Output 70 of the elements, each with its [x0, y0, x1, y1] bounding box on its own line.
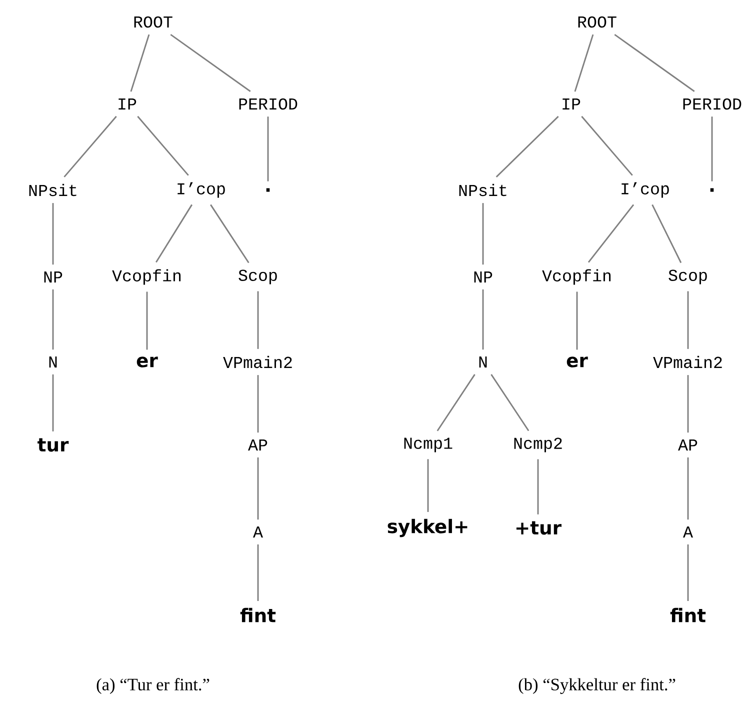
- word-label: sykkel+: [388, 518, 468, 538]
- tree-branch: [537, 459, 539, 514]
- category-label: PERIOD: [683, 98, 742, 110]
- word-label: er: [566, 356, 588, 368]
- tree-branch: [687, 544, 689, 601]
- tree-branch: [436, 374, 476, 432]
- tree-branch: [427, 459, 429, 512]
- tree-branch: [257, 544, 259, 601]
- tree-branch: [257, 291, 259, 349]
- tree-branch: [482, 203, 484, 265]
- tree-branch: [267, 116, 269, 182]
- tree-branch: [490, 374, 530, 432]
- category-label: NP: [474, 272, 492, 282]
- category-label: Vcopfin: [112, 269, 181, 285]
- category-label: N: [49, 356, 57, 368]
- category-label: NPsit: [29, 184, 76, 196]
- category-label: I’cop: [622, 182, 669, 198]
- tree-branch: [130, 34, 150, 92]
- tree-branch: [687, 375, 689, 433]
- tree-branch: [210, 204, 250, 264]
- tree-branch: [257, 375, 259, 433]
- category-label: ROOT: [134, 16, 172, 28]
- word-label: er: [136, 356, 158, 368]
- tree-branch: [711, 116, 713, 182]
- tree-branch: [687, 457, 689, 520]
- category-label: Ncmp1: [404, 438, 452, 452]
- category-label: VPmain2: [653, 356, 722, 368]
- tree-branch: [137, 116, 189, 176]
- category-label: Scop: [238, 270, 277, 284]
- category-label: AP: [678, 440, 698, 450]
- word-label: tur: [38, 438, 69, 452]
- word-label: fint: [240, 608, 276, 622]
- tree-branch: [652, 204, 682, 264]
- category-label: PERIOD: [239, 98, 298, 110]
- subfigure-caption: (b) “Sykkeltur er fint.”: [518, 678, 676, 694]
- category-label: IP: [562, 98, 580, 110]
- subfigure-caption: (a) “Tur er fint.”: [96, 678, 210, 694]
- tree-branch: [576, 292, 578, 350]
- tree-branch: [156, 204, 192, 263]
- tree-branch: [581, 116, 633, 176]
- category-label: A: [253, 526, 263, 538]
- tree-branch: [257, 457, 259, 520]
- tree-branch: [687, 291, 689, 349]
- tree-branch: [52, 203, 54, 265]
- tree-branch: [52, 289, 54, 350]
- tree-branch: [588, 204, 634, 263]
- category-label: N: [479, 356, 487, 368]
- category-label: I’cop: [178, 182, 225, 198]
- category-label: Scop: [668, 270, 707, 284]
- category-label: AP: [248, 440, 268, 450]
- tree-branch: [496, 116, 559, 178]
- category-label: VPmain2: [223, 356, 292, 368]
- category-label: IP: [118, 98, 136, 110]
- tree-branch: [614, 34, 695, 92]
- category-label: NPsit: [459, 184, 506, 196]
- word-label: .: [710, 188, 714, 192]
- tree-branch: [574, 34, 594, 92]
- category-label: Vcopfin: [542, 269, 611, 285]
- category-label: NP: [44, 272, 62, 282]
- word-label: +tur: [516, 521, 562, 535]
- tree-branch: [482, 289, 484, 350]
- category-label: Ncmp2: [514, 438, 562, 452]
- tree-branch: [52, 374, 54, 432]
- category-label: A: [683, 526, 693, 538]
- word-label: .: [266, 188, 270, 192]
- tree-branch: [64, 116, 117, 178]
- word-label: fint: [670, 608, 706, 622]
- tree-branch: [170, 34, 251, 92]
- tree-branch: [146, 292, 148, 350]
- category-label: ROOT: [578, 16, 616, 28]
